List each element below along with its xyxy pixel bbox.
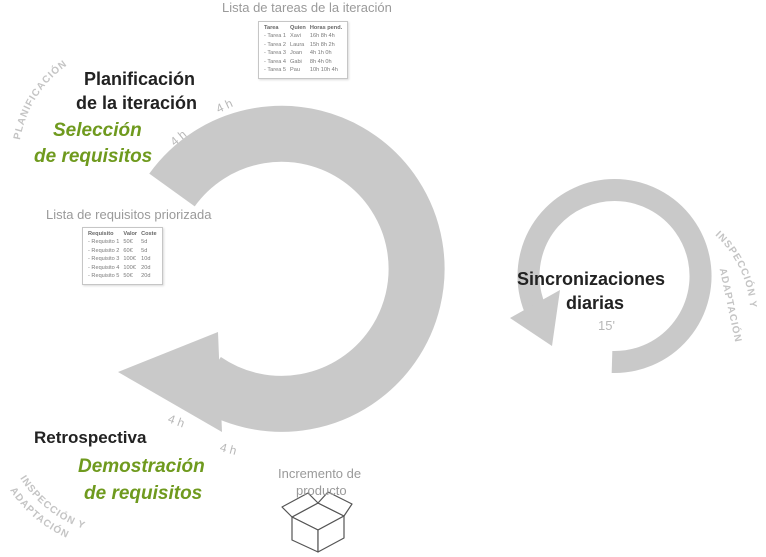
seleccion-line-2: de requisitos — [34, 146, 153, 167]
tareas-caption: Lista de tareas de la iteración — [222, 0, 392, 15]
table-cell: - Tarea 5 — [264, 67, 286, 74]
big-circular-arrow-icon — [118, 105, 445, 432]
table-cell: - Tarea 1 — [264, 33, 286, 39]
table-cell: Xavi — [289, 33, 301, 39]
table-cell: 10h 10h 4h — [309, 67, 338, 74]
table-cell: - Tarea 2 — [264, 41, 286, 48]
small-circular-arrow-icon — [510, 179, 712, 374]
table-cell: - Tarea 4 — [264, 58, 286, 65]
iteracion-label: ITERACIÓN — [284, 276, 355, 290]
table-cell: 8h 4h 0h — [309, 58, 332, 65]
planificacion-title-line-1: Planificación — [84, 69, 196, 89]
planificacion-title-line-2: de la iteración — [76, 93, 198, 113]
requisitos-caption: Lista de requisitos priorizada — [46, 207, 212, 222]
sincronizaciones-time: 15' — [598, 318, 615, 333]
table-header: Horas pend. — [309, 25, 343, 31]
seleccion-line-1: Selección — [53, 120, 142, 141]
table-cell: 16h 8h 4h — [309, 33, 335, 39]
table-cell: - Requisito 2 — [88, 247, 120, 254]
table-cell: Pau — [289, 67, 300, 74]
table-cell: - Requisito 4 — [88, 264, 120, 271]
table-cell: Gabi — [289, 58, 302, 65]
table-cell: 10d — [141, 256, 151, 263]
table-cell: - Requisito 1 — [88, 239, 120, 245]
open-box-icon — [281, 491, 353, 553]
incremento-line-2: producto — [296, 483, 347, 498]
table-header: Quien — [289, 25, 306, 31]
demostracion-line-2: de requisitos — [84, 483, 203, 504]
table-cell: 100€ — [123, 256, 136, 263]
table-cell: - Requisito 5 — [88, 273, 120, 280]
table-cell: 20d — [141, 264, 151, 271]
table-header: Valor — [123, 231, 138, 237]
table-cell: 20d — [141, 273, 151, 280]
retrospectiva-label: Retrospectiva — [34, 428, 147, 447]
table-cell: 50€ — [123, 239, 133, 245]
incremento-line-1: Incremento de — [278, 466, 362, 481]
table-cell: - Tarea 3 — [264, 50, 286, 57]
table-cell: 100€ — [123, 264, 136, 271]
table-cell: 50€ — [123, 273, 133, 280]
table-header-row: Tarea Quien Horas pend. — [262, 25, 344, 32]
table-header: Requisito — [88, 231, 114, 237]
table-cell: 5d — [141, 247, 148, 254]
table-cell: - Requisito 3 — [88, 256, 120, 263]
table-header: Tarea — [264, 25, 279, 31]
sincronizaciones-line-1: Sincronizaciones — [517, 269, 666, 289]
demostracion-line-1: Demostración — [78, 456, 205, 477]
table-header: Coste — [141, 231, 157, 237]
table-header-row: Requisito Valor Coste — [86, 231, 159, 238]
table-cell: 5d — [141, 239, 148, 245]
table-cell: Laura — [289, 41, 305, 48]
sincronizaciones-line-2: diarias — [566, 293, 625, 313]
table-cell: 4h 1h 0h — [309, 50, 332, 57]
table-cell: Joan — [289, 50, 303, 57]
table-cell: 60€ — [123, 247, 133, 254]
table-cell: 15h 8h 2h — [309, 41, 335, 48]
